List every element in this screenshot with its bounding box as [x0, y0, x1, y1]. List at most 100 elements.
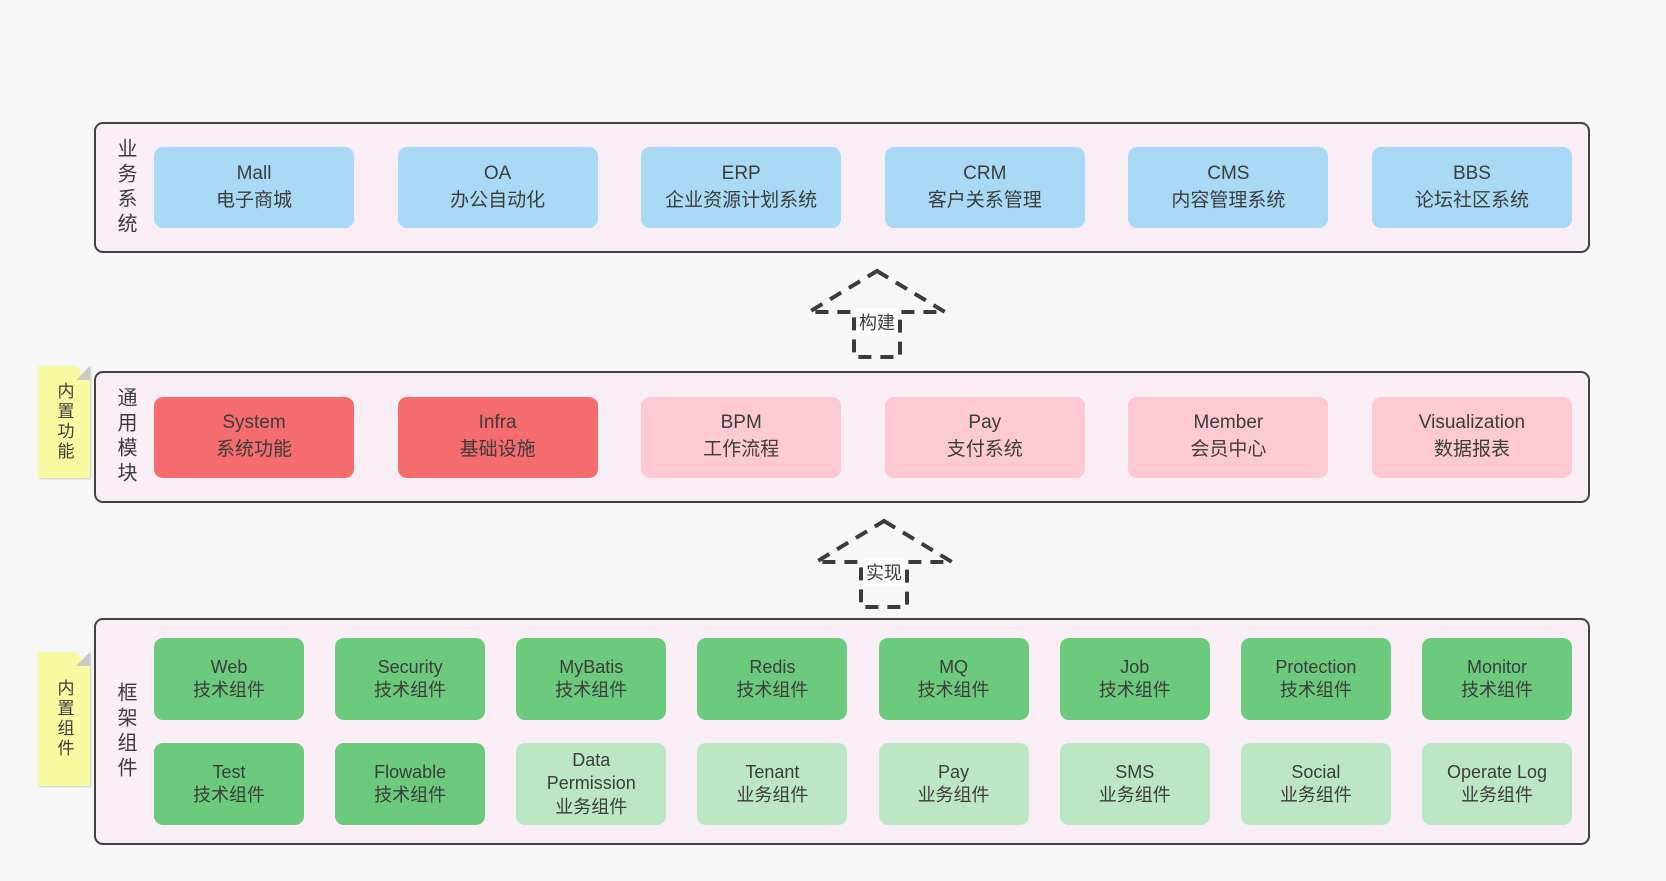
box-title: ERP: [721, 162, 761, 184]
layer-label-components: 框架组件: [96, 620, 154, 843]
sticky-note-builtin-components: 内置组件: [38, 652, 90, 786]
box-infra: Infra 基础设施: [397, 396, 598, 478]
box-test: Test 技术组件: [154, 743, 304, 825]
box-title: CRM: [963, 162, 1007, 184]
box-title: CMS: [1207, 162, 1250, 184]
box-subtitle: 技术组件: [374, 785, 447, 805]
box-member: Member 会员中心: [1128, 396, 1329, 478]
layer-modules: 通用模块 System 系统功能 Infra 基础设施 BPM 工作流程 Pay…: [94, 371, 1590, 503]
box-title: Pay: [968, 412, 1002, 434]
box-bpm: BPM 工作流程: [641, 396, 842, 478]
box-title: MQ: [939, 656, 969, 677]
box-title: Test: [212, 761, 246, 782]
box-subtitle: 业务组件: [1279, 785, 1352, 805]
layer-label-modules: 通用模块: [96, 373, 154, 501]
layer-label-text: 通用模块: [114, 387, 136, 487]
layer-label-business: 业务系统: [96, 124, 154, 251]
layer-business: 业务系统 Mall 电子商城 OA 办公自动化 ERP 企业资源计划系统 CRM…: [94, 122, 1590, 253]
box-flowable: Flowable 技术组件: [335, 743, 486, 825]
box-subtitle: 技术组件: [736, 680, 809, 700]
components-row-bottom: Test 技术组件 Flowable 技术组件 Data Permission …: [154, 743, 1572, 825]
box-title: Job: [1120, 656, 1150, 677]
sticky-text: 内置功能: [54, 382, 74, 462]
box-subtitle: 业务组件: [555, 796, 628, 817]
up-arrow-icon: [813, 518, 955, 609]
layer-business-content: Mall 电子商城 OA 办公自动化 ERP 企业资源计划系统 CRM 客户关系…: [154, 124, 1588, 251]
box-subtitle: 业务组件: [736, 785, 809, 805]
sticky-text: 内置组件: [54, 679, 74, 759]
arrow-build-label: 构建: [856, 308, 898, 336]
box-job: Job 技术组件: [1059, 638, 1210, 720]
box-title: Infra: [478, 412, 517, 434]
box-subtitle: 技术组件: [193, 785, 265, 805]
layer-modules-content: System 系统功能 Infra 基础设施 BPM 工作流程 Pay 支付系统…: [154, 373, 1588, 501]
arrow-implement: 实现: [813, 518, 955, 610]
sticky-note-builtin-features: 内置功能: [38, 366, 90, 478]
box-sms: SMS 业务组件: [1059, 743, 1210, 825]
box-data-permission: Data Permission 业务组件: [516, 743, 667, 825]
box-title: Tenant: [745, 761, 800, 782]
box-subtitle: 支付系统: [946, 439, 1023, 460]
folded-corner: [76, 652, 90, 666]
arrow-implement-label: 实现: [863, 558, 905, 586]
box-social: Social 业务组件: [1240, 743, 1391, 825]
layer-components-content: Web 技术组件 Security 技术组件 MyBatis 技术组件 Redi…: [154, 620, 1588, 843]
box-subtitle: 技术组件: [1279, 680, 1352, 700]
box-title: Protection: [1275, 656, 1357, 677]
box-subtitle: 客户关系管理: [927, 189, 1042, 211]
up-arrow-icon: [806, 268, 948, 359]
box-bbs: BBS 论坛社区系统: [1371, 147, 1572, 228]
box-tenant: Tenant 业务组件: [697, 743, 848, 825]
box-erp: ERP 企业资源计划系统: [641, 147, 842, 228]
box-subtitle: 技术组件: [555, 680, 628, 700]
box-title: Mall: [236, 162, 272, 184]
layer-components: 框架组件 Web 技术组件 Security 技术组件 MyBatis 技术组件…: [94, 618, 1590, 845]
box-subtitle: 论坛社区系统: [1414, 189, 1529, 211]
box-subtitle: 技术组件: [193, 680, 265, 700]
box-web: Web 技术组件: [154, 638, 304, 720]
box-title: Security: [377, 656, 443, 677]
box-system: System 系统功能: [154, 396, 354, 478]
box-subtitle: 企业资源计划系统: [665, 189, 818, 211]
components-row-top: Web 技术组件 Security 技术组件 MyBatis 技术组件 Redi…: [154, 638, 1572, 720]
box-protection: Protection 技术组件: [1240, 638, 1391, 720]
box-operate-log: Operate Log 业务组件: [1421, 743, 1572, 825]
box-subtitle: 业务组件: [917, 785, 990, 805]
box-monitor: Monitor 技术组件: [1421, 638, 1572, 720]
box-title: SMS: [1115, 761, 1155, 782]
box-title: Redis: [749, 656, 796, 677]
box-mall: Mall 电子商城: [154, 147, 354, 228]
box-subtitle: 内容管理系统: [1171, 189, 1286, 211]
box-subtitle: 办公自动化: [450, 189, 546, 211]
box-subtitle: 技术组件: [917, 680, 990, 700]
box-title: System: [222, 412, 286, 434]
box-title: MyBatis: [559, 656, 624, 677]
layer-label-text: 框架组件: [114, 681, 136, 782]
box-mq: MQ 技术组件: [878, 638, 1029, 720]
box-title: Social: [1291, 761, 1341, 782]
box-title: Operate Log: [1446, 761, 1548, 782]
box-title: Visualization: [1418, 412, 1526, 434]
box-redis: Redis 技术组件: [697, 638, 848, 720]
box-title: Member: [1193, 412, 1264, 434]
box-subtitle: 数据报表: [1433, 439, 1510, 460]
box-title: BPM: [720, 412, 762, 434]
box-title: Web: [210, 656, 248, 677]
box-subtitle: 技术组件: [1098, 680, 1171, 700]
box-subtitle: 系统功能: [215, 439, 292, 460]
box-pay-component: Pay 业务组件: [878, 743, 1029, 825]
box-security: Security 技术组件: [335, 638, 486, 720]
box-subtitle: 电子商城: [215, 189, 292, 211]
box-title: Data Permission: [546, 749, 636, 794]
box-subtitle: 技术组件: [1460, 680, 1533, 700]
box-mybatis: MyBatis 技术组件: [516, 638, 667, 720]
box-subtitle: 业务组件: [1460, 785, 1533, 805]
box-oa: OA 办公自动化: [397, 147, 598, 228]
arrow-build: 构建: [806, 268, 948, 360]
box-cms: CMS 内容管理系统: [1128, 147, 1329, 228]
box-title: Flowable: [374, 761, 447, 782]
box-subtitle: 技术组件: [374, 680, 447, 700]
box-title: Pay: [938, 761, 970, 782]
box-crm: CRM 客户关系管理: [884, 147, 1085, 228]
